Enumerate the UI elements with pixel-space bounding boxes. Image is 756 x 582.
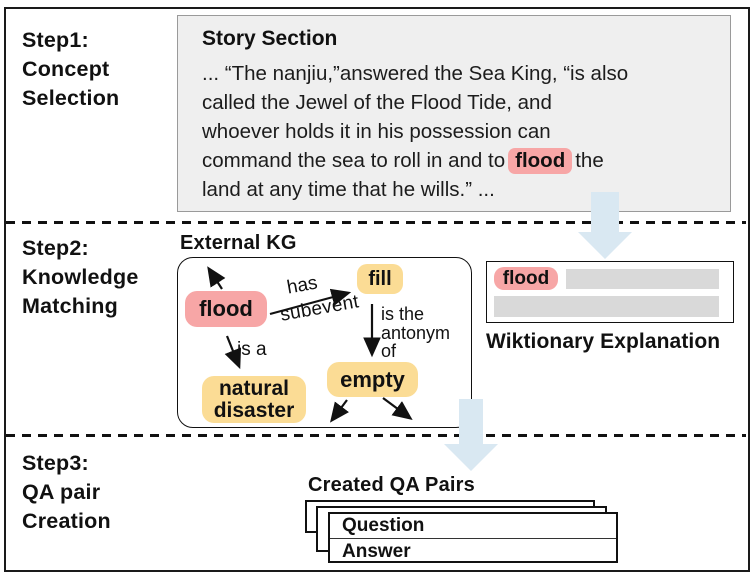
step2-line2: Knowledge (22, 265, 139, 289)
qa-question-row: Question (330, 514, 616, 539)
kg-node-natural-disaster: natural disaster (202, 376, 306, 423)
step3-label: Step3: QA pair Creation (22, 449, 111, 536)
story-text: ... “The nanjiu,”answered the Sea King, … (202, 59, 722, 204)
story-text-line1: ... “The nanjiu,”answered the Sea King, … (202, 62, 629, 85)
wiktionary-box: flood (486, 261, 734, 323)
wiktionary-text-placeholder-1 (566, 269, 719, 289)
story-section-box: Story Section ... “The nanjiu,”answered … (177, 15, 731, 212)
section-divider-2 (6, 434, 746, 437)
kg-node-natural-line2: disaster (213, 398, 295, 422)
kg-edge-label-is-a: is a (237, 339, 267, 360)
step1-line1: Step1: (22, 28, 89, 52)
story-text-line5: land at any time that he wills.” ... (202, 178, 495, 201)
kg-edge-label-antonym: is the antonym of (381, 305, 450, 361)
kg-node-natural-line1: natural (218, 376, 289, 400)
qa-answer-row: Answer (342, 540, 411, 562)
step2-label: Step2: Knowledge Matching (22, 234, 138, 321)
story-line4-pre: command the sea to roll in and to (202, 149, 506, 172)
wiktionary-caption: Wiktionary Explanation (486, 330, 721, 353)
step1-label: Step1: Concept Selection (22, 26, 119, 113)
story-text-line2: called the Jewel of the Flood Tide, and (202, 91, 552, 114)
step3-line3: Creation (22, 509, 111, 533)
created-qa-pairs-title: Created QA Pairs (308, 474, 475, 496)
section-divider-1 (6, 221, 746, 224)
story-section-title: Story Section (202, 27, 338, 50)
step2-line3: Matching (22, 294, 118, 318)
kg-edge-antonym-line1: is the (381, 304, 425, 324)
kg-edge-antonym-line3: of (381, 341, 397, 361)
step1-line3: Selection (22, 86, 120, 110)
concept-highlight-flood: flood (508, 148, 573, 174)
figure-border (4, 7, 750, 572)
step2-line1: Step2: (22, 236, 89, 260)
kg-edge-antonym-line2: antonym (381, 322, 451, 343)
story-text-line3: whoever holds it in his possession can (202, 120, 551, 143)
step3-line1: Step3: (22, 451, 89, 475)
wiktionary-text-placeholder-2 (494, 296, 719, 317)
external-kg-title: External KG (180, 232, 297, 254)
step1-line2: Concept (22, 57, 110, 81)
kg-node-fill: fill (357, 264, 403, 294)
wiktionary-term-flood: flood (494, 267, 558, 290)
step3-line2: QA pair (22, 480, 101, 504)
story-line4-post: the (575, 149, 604, 172)
qa-card-front: Question Answer (328, 512, 618, 563)
kg-node-flood: flood (185, 291, 267, 327)
kg-node-empty: empty (327, 362, 418, 397)
